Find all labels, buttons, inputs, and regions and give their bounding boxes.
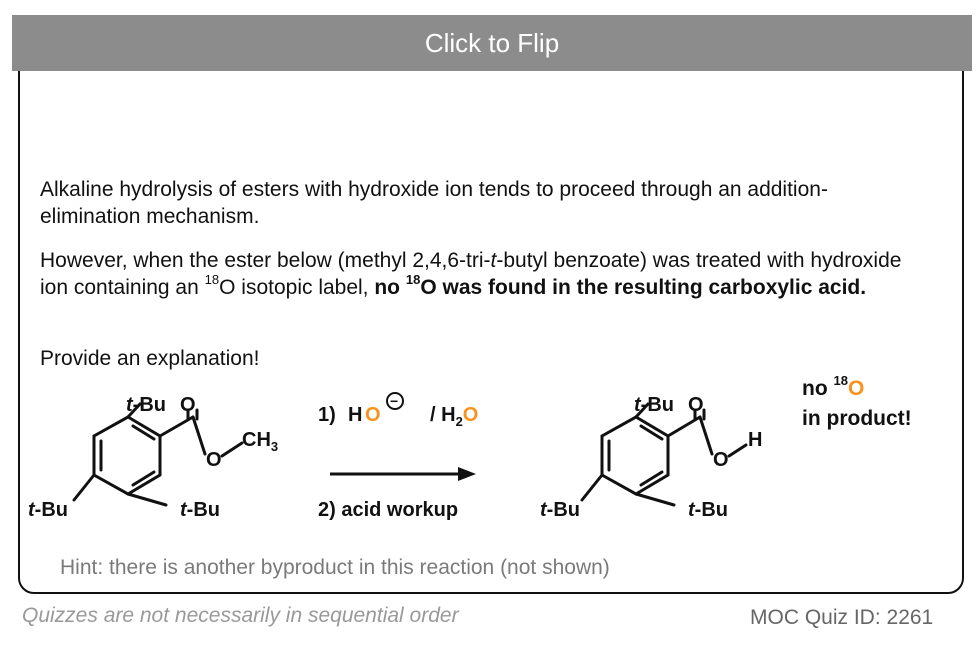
- reactant-carbonyl-o: O: [180, 394, 196, 416]
- sequence-disclaimer: Quizzes are not necessarily in sequentia…: [22, 604, 459, 627]
- product-hydroxyl-h: H: [748, 429, 762, 451]
- question-intro: Alkaline hydrolysis of esters with hydro…: [40, 178, 828, 228]
- product-tbu-top: t-Bu: [634, 394, 674, 416]
- step1-number: 1): [318, 404, 336, 426]
- hint-text: Hint: there is another byproduct in this…: [60, 556, 610, 579]
- hydroxide-o-18: O: [365, 404, 381, 426]
- question-prompt: Provide an explanation!: [40, 347, 260, 370]
- product-structure: [580, 402, 748, 507]
- reactant-ester-o: O: [206, 449, 222, 471]
- water-reagent: / H2O: [430, 404, 478, 429]
- minus-sign: −: [390, 393, 398, 409]
- reactant-tbu-right: t-Bu: [180, 499, 220, 521]
- product-tbu-left: t-Bu: [540, 499, 580, 521]
- product-carbonyl-o: O: [688, 394, 704, 416]
- step2-acid-workup: 2) acid workup: [318, 499, 458, 521]
- quiz-id: MOC Quiz ID: 2261: [750, 606, 934, 629]
- reactant-structure: [72, 402, 244, 507]
- reactant-tbu-left: t-Bu: [28, 499, 68, 521]
- question-details: However, when the ester below (methyl 2,…: [40, 249, 902, 299]
- reaction-arrow-head-icon: [458, 467, 476, 481]
- product-tbu-right: t-Bu: [688, 499, 728, 521]
- reactant-tbu-top: t-Bu: [126, 394, 166, 416]
- product-hydroxyl-o: O: [713, 449, 729, 471]
- negative-charge-icon: [386, 392, 404, 410]
- hydroxide-h: H: [348, 404, 362, 426]
- reactant-methyl: CH3: [242, 429, 278, 454]
- flashcard[interactable]: [18, 16, 964, 594]
- product-note: no 18O in product!: [802, 373, 912, 430]
- click-to-flip-button[interactable]: Click to Flip: [12, 15, 972, 71]
